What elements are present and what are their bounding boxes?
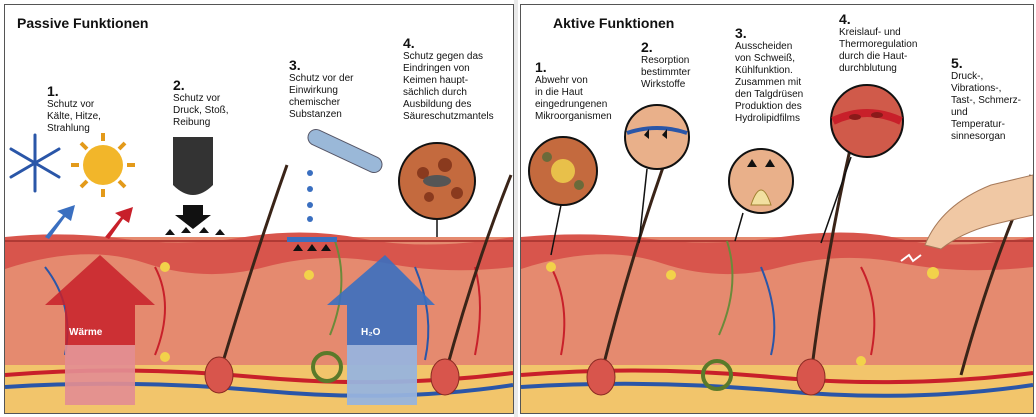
epidermis-layer <box>5 232 513 275</box>
chemical-small-arrows <box>293 244 331 251</box>
sweat-gland <box>701 359 733 391</box>
active-skin-illustration <box>521 84 1033 413</box>
active-item-1-number: 1. <box>535 59 547 75</box>
passive-item-3-number: 3. <box>289 57 301 73</box>
water-arrow-fade <box>347 345 417 405</box>
chemical-test-tube-icon <box>307 128 383 222</box>
vessel-branch <box>860 266 876 356</box>
nerve-ending <box>160 352 170 362</box>
vessel-branch <box>474 266 481 356</box>
sweat-gland <box>311 351 343 383</box>
sun-icon <box>71 133 135 197</box>
hair-bulb <box>796 358 826 396</box>
hair-bulb <box>430 358 460 396</box>
hair-bulb <box>586 358 616 396</box>
water-label: H₂O <box>361 327 381 338</box>
active-title: Aktive Funktionen <box>553 15 675 31</box>
vessel-branch <box>550 266 566 356</box>
heat-reflect-arrow <box>105 207 133 239</box>
panel-divider <box>514 0 518 417</box>
passive-item-3-text: Schutz vor der Einwirkung chemischer Sub… <box>289 73 354 120</box>
passive-item-1-number: 1. <box>47 83 59 99</box>
circulation-magnifier-icon <box>820 84 904 244</box>
passive-item-2-number: 2. <box>173 77 185 93</box>
passive-item-4-text: Schutz gegen das Eindringen von Keimen h… <box>403 51 494 122</box>
sebaceous-magnifier-icon <box>728 148 794 242</box>
snowflake-icon <box>9 133 61 193</box>
microorganism-magnifier-icon <box>528 136 598 256</box>
cold-reflect-arrow <box>45 205 75 239</box>
hair-shaft <box>217 164 289 376</box>
hair-shaft <box>443 174 513 376</box>
touch-spark-icon <box>900 253 922 263</box>
nerve-ending <box>304 270 314 280</box>
epidermis-layer <box>521 232 1033 275</box>
hair-bulb <box>204 356 234 394</box>
sweat-duct <box>718 240 734 336</box>
active-item-4-number: 4. <box>839 11 851 27</box>
pressure-small-arrows <box>165 227 225 235</box>
chemical-film <box>287 237 337 242</box>
active-item-2-number: 2. <box>641 39 653 55</box>
heat-arrow <box>45 255 155 405</box>
vessel-branch <box>154 266 166 356</box>
heat-arrow-fade <box>65 345 135 405</box>
active-item-3-number: 3. <box>735 25 747 41</box>
passive-title: Passive Funktionen <box>17 15 149 31</box>
active-functions-panel: Aktive Funktionen 1. Abwehr von in die H… <box>520 4 1034 414</box>
passive-item-2-text: Schutz vor Druck, Stoß, Reibung <box>173 93 229 128</box>
passive-functions-panel: Passive Funktionen 1. Schutz vor Kälte, … <box>4 4 514 414</box>
nerve-ending <box>546 262 556 272</box>
passive-skin-illustration <box>5 128 513 413</box>
nerve-ending <box>927 267 939 279</box>
hair-shaft <box>599 144 673 376</box>
vessel-branch <box>760 266 776 356</box>
active-item-1-text: Abwehr von in die Haut eingedrungenen Mi… <box>535 75 612 122</box>
nerve-ending <box>856 356 866 366</box>
active-item-5-text: Druck-, Vibrations-, Tast-, Schmerz- und… <box>951 71 1022 142</box>
vessel-branch <box>414 266 430 361</box>
passive-item-4-number: 4. <box>403 35 415 51</box>
germs-magnifier-icon <box>398 142 476 237</box>
finger-touch-icon <box>924 174 1033 250</box>
nerve-ending <box>666 270 676 280</box>
sweat-duct <box>329 240 343 336</box>
resorption-magnifier-icon <box>624 104 690 244</box>
pressure-cylinder-icon <box>173 137 213 229</box>
water-arrow <box>327 255 435 405</box>
active-item-4-text: Kreislauf- und Thermoregulation durch di… <box>839 27 918 74</box>
active-item-2-text: Resorption bestimmter Wirkstoffe <box>641 55 691 90</box>
nerve-ending <box>160 262 170 272</box>
passive-item-1-text: Schutz vor Kälte, Hitze, Strahlung <box>47 99 101 134</box>
active-item-3-text: Ausscheiden von Schweiß, Kühlfunktion. Z… <box>735 41 804 124</box>
active-item-5-number: 5. <box>951 55 963 71</box>
warm-label: Wärme <box>69 327 103 338</box>
